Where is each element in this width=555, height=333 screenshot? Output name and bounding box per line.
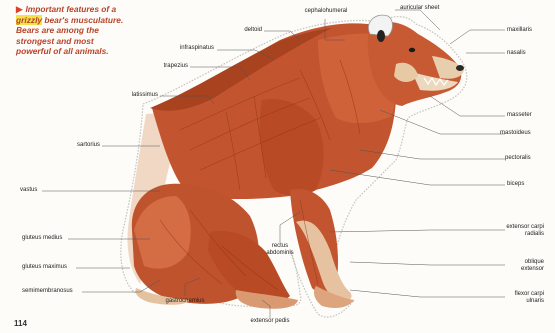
label-deltoid: deltoid xyxy=(230,27,262,34)
label-extensor-pedis: extensor pedis xyxy=(240,318,300,325)
label-infraspinatus: infraspinatus xyxy=(150,45,214,52)
label-extensor-carpi-radialis: extensor carpi radialis xyxy=(474,224,544,238)
label-oblique-extensor: oblique extensor xyxy=(474,259,544,273)
nose xyxy=(456,65,464,71)
label-sartorius: sartorius xyxy=(50,142,100,149)
label-mastoideus: mastoideus xyxy=(500,130,531,137)
label-biceps: biceps xyxy=(507,181,524,188)
ear-inner xyxy=(377,30,385,42)
label-auricular-sheet: auricular sheet xyxy=(400,5,439,12)
label-cephalohumeral: cephalohumeral xyxy=(276,8,376,15)
label-rectus-abdominis: rectus abdominis xyxy=(256,243,304,257)
label-gastrocnemius: gastrocnemius xyxy=(155,298,215,305)
page-number: 114 xyxy=(14,319,27,328)
label-flexor-carpi-ulnaris: flexor carpi ulnaris xyxy=(474,291,544,305)
label-maxillaris: maxillaris xyxy=(507,27,532,34)
eye xyxy=(409,48,415,52)
label-nasalis: nasalis xyxy=(507,50,526,57)
label-masseter: masseter xyxy=(507,112,532,119)
label-pectoralis: pectoralis xyxy=(505,155,531,162)
label-semimembranosus: semimembranosus xyxy=(22,288,73,295)
label-gluteus-medius: gluteus medius xyxy=(22,235,62,242)
label-gluteus-maximus: gluteus maximus xyxy=(22,264,67,271)
label-trapezius: trapezius xyxy=(140,63,188,70)
label-vastus: vastus xyxy=(20,187,37,194)
label-latissimus: latissimus xyxy=(110,92,158,99)
